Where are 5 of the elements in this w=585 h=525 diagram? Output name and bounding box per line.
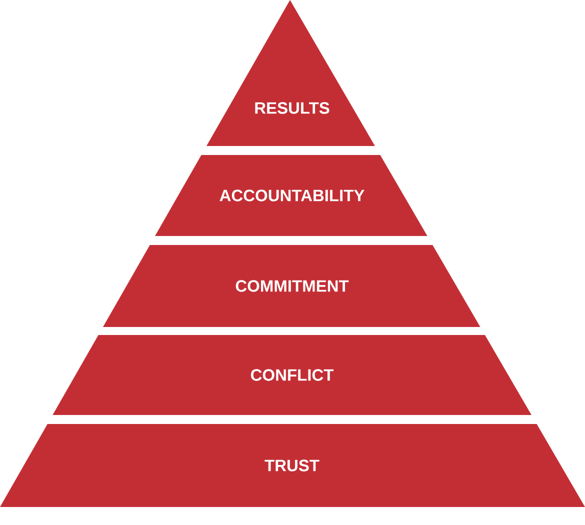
pyramid-layer: RESULTS: [206, 0, 375, 146]
pyramid-layer: ACCOUNTABILITY: [155, 155, 428, 236]
pyramid-layer: CONFLICT: [52, 335, 532, 415]
pyramid-layer: TRUST: [0, 424, 585, 507]
pyramid-layer: COMMITMENT: [102, 245, 480, 327]
